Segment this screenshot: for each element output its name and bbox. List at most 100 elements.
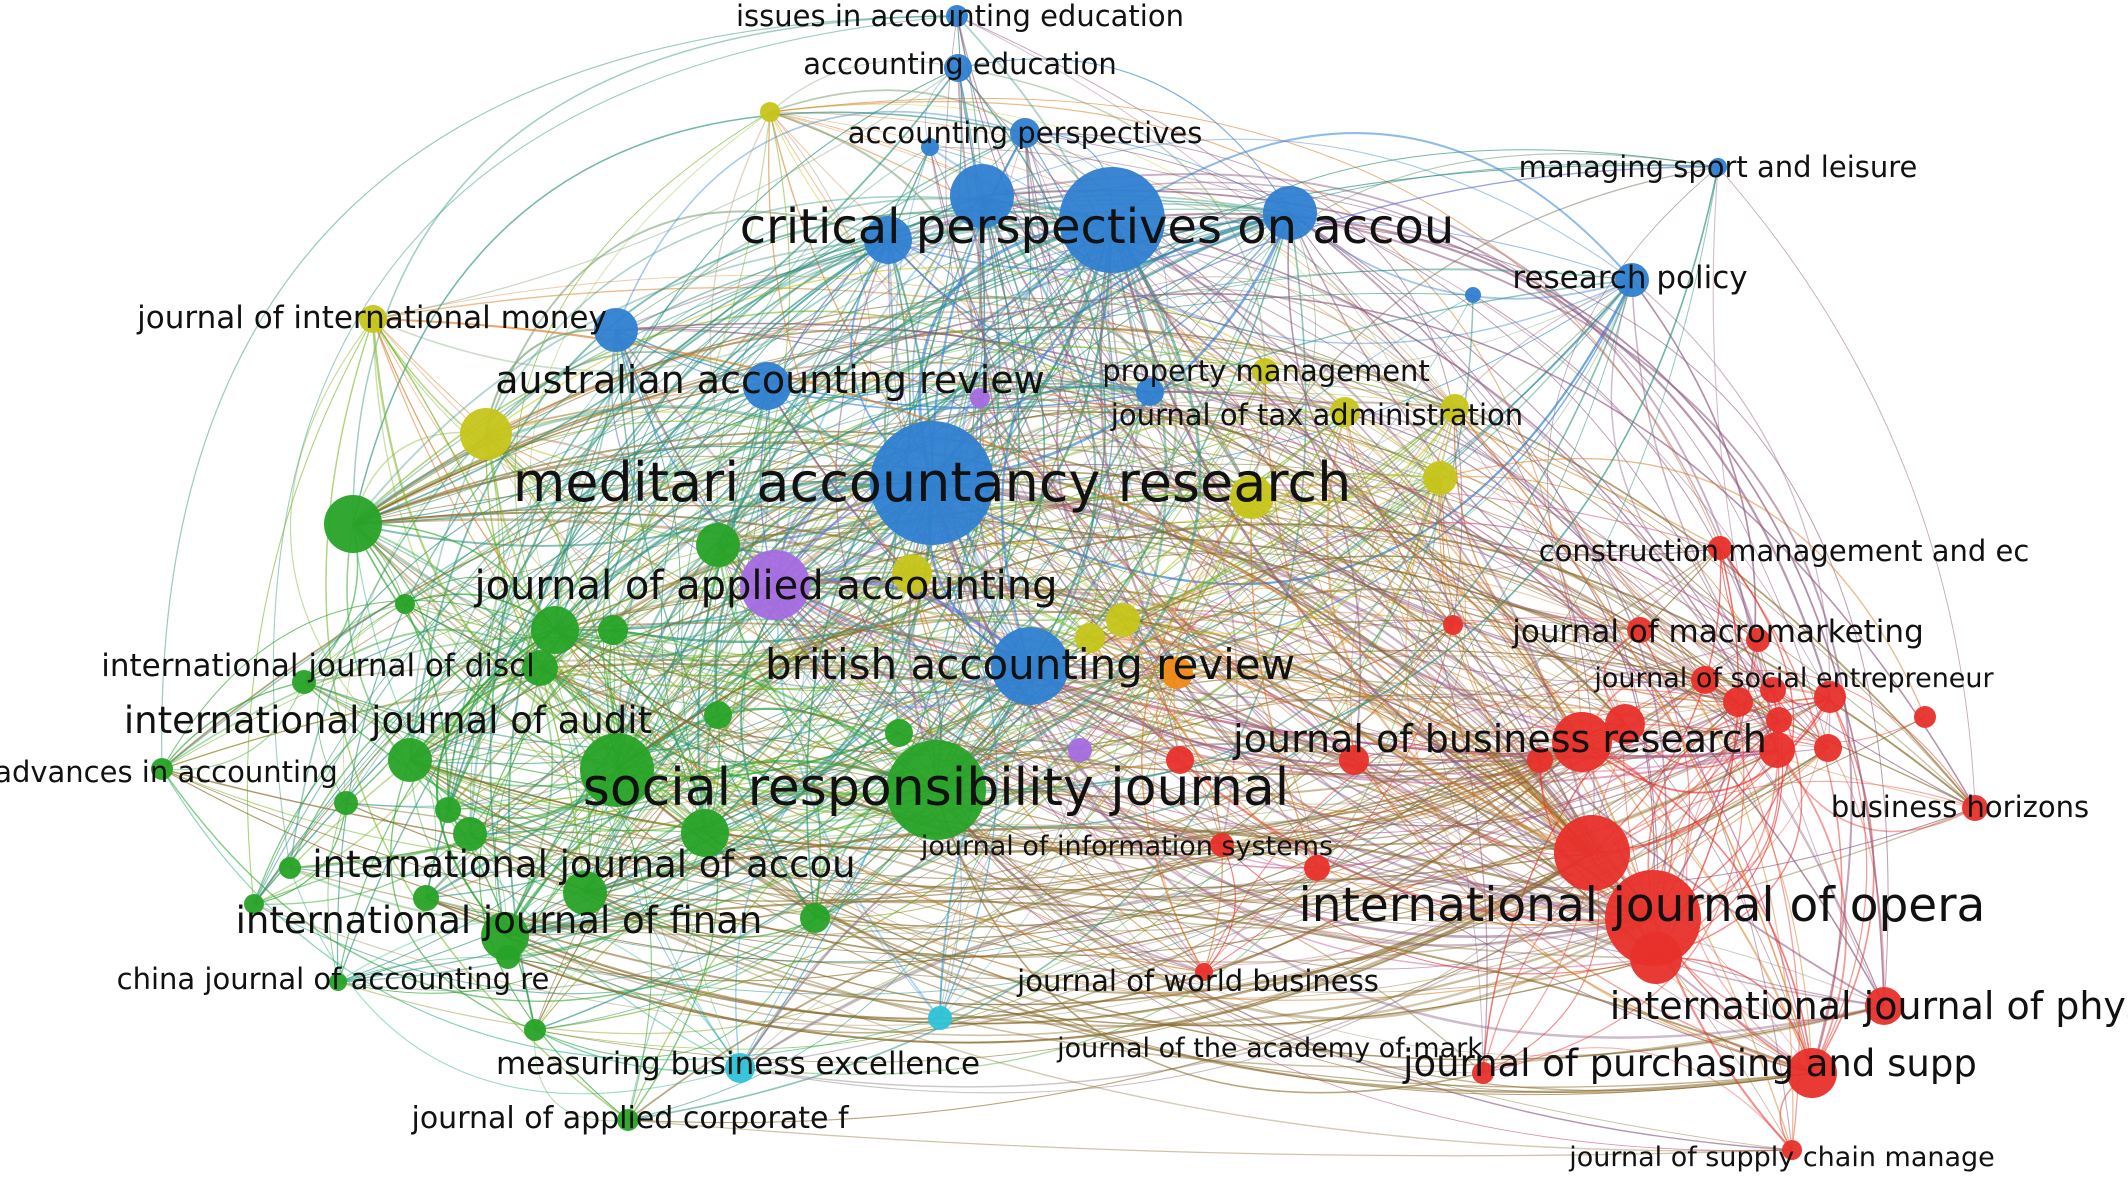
journal-node-green[interactable] (617, 1109, 639, 1131)
journal-node-red[interactable] (1605, 704, 1645, 744)
journal-node-red[interactable] (1166, 746, 1194, 774)
journal-node-blue[interactable] (743, 362, 791, 410)
journal-node-blue[interactable] (946, 5, 968, 27)
citation-link (616, 769, 1657, 993)
journal-node-red[interactable] (1787, 1048, 1837, 1098)
journal-node-red[interactable] (1304, 855, 1330, 881)
citation-link (981, 195, 1441, 479)
journal-node-blue[interactable] (1465, 287, 1481, 303)
journal-node-red[interactable] (1691, 666, 1719, 694)
journal-node-red[interactable] (1472, 1062, 1494, 1084)
citation-link (935, 677, 1654, 919)
journal-node-red[interactable] (1746, 628, 1770, 652)
citation-link (534, 917, 816, 1058)
journal-node-red[interactable] (1627, 617, 1653, 643)
citation-link (1712, 166, 1885, 1007)
journal-node-green[interactable] (524, 1019, 546, 1041)
journal-node-yellow[interactable] (892, 554, 932, 594)
journal-node-blue[interactable] (950, 164, 1014, 228)
journal-node-red[interactable] (1865, 987, 1903, 1025)
journal-node-red[interactable] (1782, 1140, 1802, 1160)
journal-node-yellow[interactable] (1075, 623, 1105, 653)
journal-node-green[interactable] (800, 903, 830, 933)
journal-node-red[interactable] (1552, 712, 1612, 772)
journal-node-red[interactable] (1339, 745, 1369, 775)
journal-node-green[interactable] (704, 701, 732, 729)
journal-node-green[interactable] (481, 912, 529, 960)
journal-node-blue[interactable] (864, 216, 912, 264)
journal-node-red[interactable] (1814, 681, 1846, 713)
journal-node-green[interactable] (496, 945, 520, 969)
journal-node-purple[interactable] (740, 550, 810, 620)
journal-node-green[interactable] (324, 495, 382, 553)
citation-link (253, 852, 1593, 1026)
journal-node-green[interactable] (696, 523, 740, 567)
journal-node-blue[interactable] (944, 54, 972, 82)
journal-node-green[interactable] (279, 857, 301, 879)
journal-node-purple[interactable] (1068, 738, 1092, 762)
journal-node-red[interactable] (1605, 870, 1701, 966)
journal-node-green[interactable] (244, 894, 264, 914)
journal-node-red[interactable] (1766, 707, 1792, 733)
journal-node-red[interactable] (1760, 677, 1786, 703)
journal-node-blue[interactable] (1136, 378, 1164, 406)
journal-node-cyan[interactable] (725, 1053, 755, 1083)
citation-link (352, 326, 1976, 809)
journal-node-green[interactable] (531, 606, 579, 654)
journal-node-purple[interactable] (970, 388, 990, 408)
journal-node-green[interactable] (580, 733, 654, 807)
journal-node-blue[interactable] (921, 138, 939, 156)
citation-link (704, 832, 1813, 1096)
journal-node-green[interactable] (563, 871, 607, 915)
journal-node-blue[interactable] (1263, 186, 1317, 240)
journal-node-red[interactable] (1814, 734, 1842, 762)
journal-node-yellow[interactable] (1423, 461, 1457, 495)
journal-node-red[interactable] (1527, 747, 1553, 773)
citation-link (409, 609, 1780, 761)
journal-node-yellow[interactable] (1252, 358, 1278, 384)
journal-node-blue[interactable] (1615, 263, 1649, 297)
journal-node-green[interactable] (395, 594, 415, 614)
journal-node-red[interactable] (1962, 795, 1988, 821)
journal-node-red[interactable] (1195, 963, 1213, 981)
citation-link (1111, 219, 1721, 557)
journal-node-red[interactable] (1914, 706, 1936, 728)
journal-node-yellow[interactable] (1441, 394, 1469, 422)
journal-node-blue[interactable] (594, 308, 638, 352)
journal-node-green[interactable] (886, 740, 986, 840)
citation-link (161, 768, 941, 1061)
journal-node-blue[interactable] (1059, 167, 1165, 273)
journal-node-green[interactable] (151, 758, 173, 780)
journal-node-red[interactable] (1723, 687, 1753, 717)
journal-node-red[interactable] (1759, 732, 1795, 768)
journal-node-orange[interactable] (1161, 657, 1193, 689)
journal-node-yellow[interactable] (359, 305, 387, 333)
journal-node-yellow[interactable] (460, 408, 512, 460)
journal-node-yellow[interactable] (760, 102, 780, 122)
journal-node-green[interactable] (885, 719, 913, 747)
journal-node-green[interactable] (388, 738, 432, 782)
journal-node-blue[interactable] (991, 627, 1069, 705)
journal-node-blue[interactable] (870, 421, 994, 545)
journal-node-green[interactable] (453, 817, 487, 851)
journal-node-red[interactable] (1443, 615, 1463, 635)
journal-node-green[interactable] (329, 973, 347, 991)
journal-node-green[interactable] (292, 670, 316, 694)
journal-node-cyan[interactable] (928, 1006, 952, 1030)
journal-node-red[interactable] (1708, 536, 1732, 560)
journal-node-yellow[interactable] (1230, 475, 1274, 519)
journal-node-blue[interactable] (1709, 158, 1727, 176)
journal-node-red[interactable] (1554, 815, 1630, 891)
journal-node-yellow[interactable] (1330, 397, 1360, 427)
journal-node-green[interactable] (598, 615, 628, 645)
journal-node-green[interactable] (522, 650, 558, 686)
journal-node-green[interactable] (681, 809, 729, 857)
citation-link (409, 759, 1541, 854)
journal-node-green[interactable] (334, 791, 358, 815)
journal-node-green[interactable] (435, 797, 461, 823)
journal-node-red[interactable] (1630, 932, 1682, 984)
journal-node-red[interactable] (1210, 833, 1234, 857)
journal-node-blue[interactable] (1010, 118, 1040, 148)
journal-node-yellow[interactable] (1106, 603, 1140, 637)
journal-node-green[interactable] (413, 885, 439, 911)
